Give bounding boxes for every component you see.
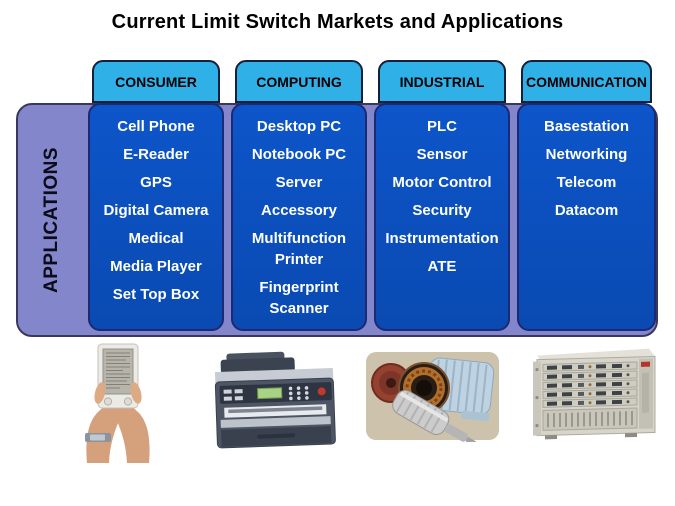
rack-photo [521, 343, 663, 443]
left-thumb [94, 382, 106, 404]
application-item: Set Top Box [112, 286, 200, 303]
application-item: GPS [140, 174, 172, 191]
card-slots [542, 361, 638, 408]
applications-axis-label: APPLICATIONS [41, 146, 63, 294]
application-item: Networking [545, 146, 628, 163]
ereader-screen [102, 348, 134, 395]
brand-label [641, 361, 650, 367]
slide-title: Current Limit Switch Markets and Applica… [111, 11, 564, 33]
tab-communication: COMMUNICATION [521, 60, 652, 103]
stop-button [317, 387, 326, 396]
application-item: Basestation [543, 118, 630, 135]
application-item: Motor Control [392, 174, 492, 191]
printer-image [214, 351, 336, 449]
lcd-display [257, 387, 283, 400]
ereader-device [97, 343, 139, 409]
right-arm [115, 397, 150, 463]
application-item: Digital Camera [103, 202, 209, 219]
device-button [123, 397, 133, 406]
application-item: Accessory [261, 202, 337, 219]
application-item: Datacom [554, 202, 619, 219]
motor-image [366, 352, 499, 442]
motor-photo [366, 350, 499, 442]
application-item: Desktop PC [256, 118, 342, 135]
right-thumb [130, 382, 142, 404]
application-item: Sensor [416, 146, 468, 163]
application-item: Fingerprint Scanner [259, 279, 339, 317]
application-item: Media Player [110, 258, 202, 275]
application-item: ATE [427, 258, 457, 275]
application-item: E-Reader [123, 146, 189, 163]
application-item: Security [412, 202, 472, 219]
applications-axis: APPLICATIONS [16, 103, 88, 337]
application-item: Instrumentation [385, 230, 499, 247]
application-item: Cell Phone [117, 118, 195, 135]
tab-industrial: INDUSTRIAL [378, 60, 506, 103]
rotor-shaft [392, 389, 477, 442]
ereader-photo [70, 341, 166, 463]
tab-computing: COMPUTING [235, 60, 363, 103]
application-item: Telecom [556, 174, 617, 191]
application-item: Multifunction Printer [251, 230, 347, 268]
tab-consumer: CONSUMER [92, 60, 220, 103]
device-button [103, 397, 113, 406]
application-item: PLC [427, 118, 457, 135]
rack-chassis-image [533, 348, 656, 440]
application-item: Server [275, 174, 323, 191]
left-arm [85, 397, 121, 463]
application-item: Medical [128, 230, 184, 247]
application-item: Notebook PC [251, 146, 347, 163]
printer-photo [206, 350, 345, 454]
ereader-in-hands-image [85, 343, 150, 463]
